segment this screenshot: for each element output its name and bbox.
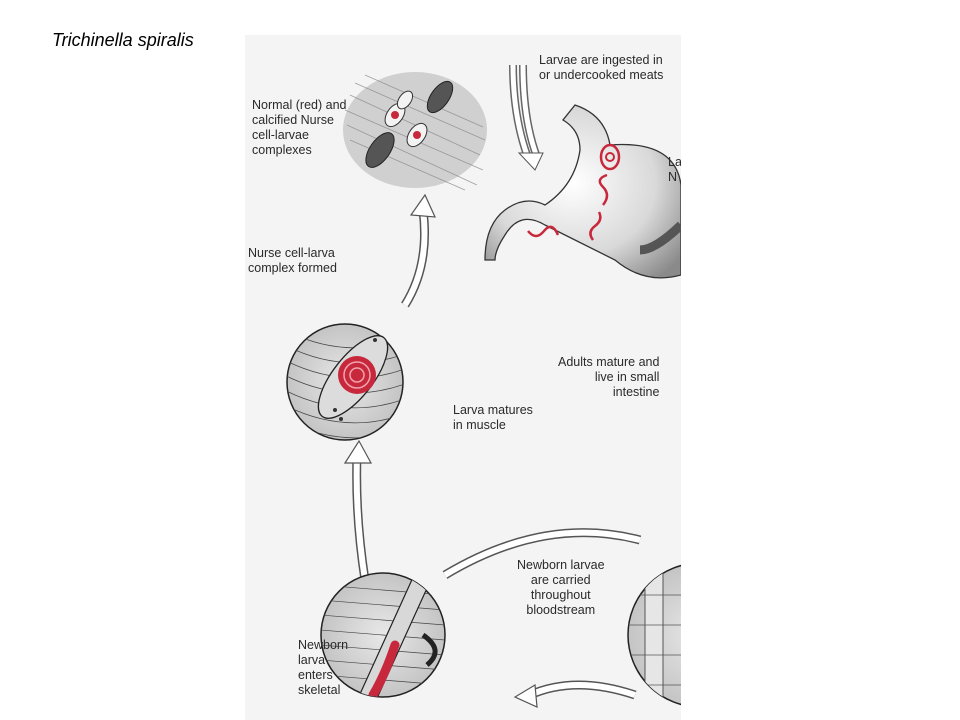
life-cycle-diagram: Normal (red) and calcified Nurse cell-la…: [245, 35, 681, 720]
arrow-to-intestine: [639, 221, 681, 255]
label-line: Larva matures: [453, 403, 533, 417]
label-ingested: Larvae are ingested in or undercooked me…: [539, 53, 663, 83]
label-line: cell-larvae: [252, 128, 309, 142]
label-line: intestine: [612, 385, 660, 399]
label-line: complex formed: [248, 261, 337, 275]
label-line: are carried: [530, 573, 591, 587]
label-line: Adults mature and: [558, 355, 660, 369]
arrow-bloodstream-to-skeletal: [442, 528, 642, 708]
slide-title: Trichinella spiralis: [52, 30, 194, 50]
label-complex-formed: Nurse cell-larva complex formed: [248, 246, 337, 276]
label-line: complexes: [252, 143, 312, 157]
label-line: Normal (red) and: [252, 98, 347, 112]
life-cycle-artwork: [286, 64, 681, 708]
label-adults: Adults mature and live in small intestin…: [558, 355, 659, 400]
arrow-to-tissue: [401, 193, 436, 308]
label-stomach-cut: La N: [668, 155, 681, 185]
label-line: N: [668, 170, 678, 184]
stomach-illustration: [484, 104, 681, 279]
label-line: in muscle: [453, 418, 506, 432]
label-line: Newborn: [298, 638, 349, 652]
label-newborn-enters: Newborn larva enters skeletal: [298, 638, 348, 698]
muscle-circle: [286, 323, 404, 441]
arrow-to-muscle-circle: [343, 439, 373, 581]
label-newborn-carried: Newborn larvae are carried throughout bl…: [517, 558, 605, 618]
label-line: Nurse cell-larva: [248, 246, 335, 260]
label-line: or undercooked meats: [539, 68, 664, 82]
label-larva-matures: Larva matures in muscle: [453, 403, 533, 433]
label-line: larva: [298, 653, 326, 667]
label-line: live in small: [594, 370, 660, 384]
bloodstream-circle: [627, 563, 681, 707]
label-line: calcified Nurse: [252, 113, 334, 127]
label-line: Newborn larvae: [517, 558, 605, 572]
label-line: La: [668, 155, 681, 169]
skeletal-muscle-circle: [320, 572, 446, 698]
label-line: skeletal: [298, 683, 341, 697]
label-line: throughout: [530, 588, 591, 602]
label-nurse-complexes: Normal (red) and calcified Nurse cell-la…: [252, 98, 346, 158]
label-line: enters: [298, 668, 333, 682]
label-line: Larvae are ingested in: [539, 53, 663, 67]
ingestion-arrows: [509, 64, 544, 171]
label-line: bloodstream: [526, 603, 596, 617]
muscle-tissue-patch: [343, 72, 487, 191]
